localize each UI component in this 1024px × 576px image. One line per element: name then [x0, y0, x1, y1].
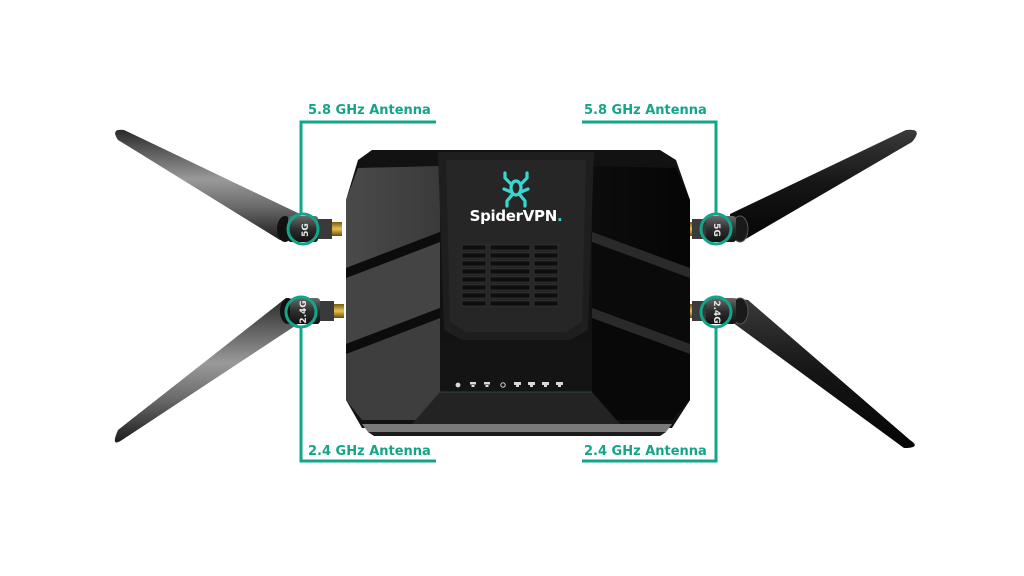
antenna-top-left [115, 129, 300, 242]
callout-label-top-left: 5.8 GHz Antenna [308, 103, 431, 118]
antenna-top-right [730, 129, 917, 243]
lan2-icon [528, 382, 535, 387]
brand-name: SpiderVPN [469, 207, 558, 225]
power-icon [455, 382, 461, 388]
callout-label-bottom-left: 2.4 GHz Antenna [308, 444, 431, 459]
lan3-icon [542, 382, 549, 387]
brand-dot: . [557, 207, 563, 225]
status-led-row [455, 382, 563, 388]
antenna-bottom-right [731, 297, 915, 448]
lan1-icon [514, 382, 521, 387]
antenna-bottom-left [114, 298, 298, 443]
callout-bottom-left [284, 295, 436, 463]
connector-top-left [288, 216, 342, 242]
band-marking-bottom-left: 2.4G [299, 300, 309, 323]
callout-top-left [286, 120, 436, 246]
band-marking-top-left: 5G [301, 223, 311, 237]
wifi-2g-icon [470, 382, 476, 385]
brand-wordmark: SpiderVPN. [440, 207, 592, 227]
wifi-2g-icon-base [471, 385, 475, 387]
band-marking-top-right: 5G [711, 223, 721, 237]
callout-top-right [582, 120, 733, 246]
vent-grille [461, 244, 559, 307]
wifi-5g-icon-base [485, 385, 489, 387]
callout-label-top-right: 5.8 GHz Antenna [584, 103, 707, 118]
lan4-icon [556, 382, 563, 387]
band-marking-bottom-right: 2.4G [711, 300, 721, 323]
wifi-5g-icon [484, 382, 490, 385]
callout-label-bottom-right: 2.4 GHz Antenna [584, 444, 707, 459]
callout-bottom-right [582, 295, 733, 463]
internet-icon [500, 382, 506, 388]
router-body [346, 150, 690, 436]
spider-icon [502, 171, 530, 208]
